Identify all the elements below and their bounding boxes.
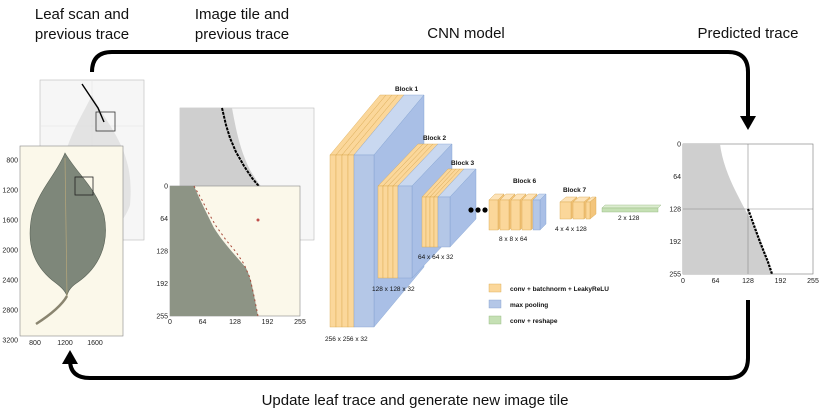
top-flow-arrowhead	[740, 116, 756, 130]
leaf-scan-front-panel	[19, 145, 124, 337]
block-1-label: Block 1	[395, 86, 419, 93]
legend-item-pool: max pooling	[488, 299, 548, 309]
predicted-x-tick: 128	[742, 278, 754, 285]
tile-y-tick: 64	[160, 216, 168, 223]
tile-x-tick: 128	[229, 319, 241, 326]
predicted-trace-panel	[682, 143, 814, 275]
tile-x-tick: 192	[262, 319, 274, 326]
tile-x-tick: 0	[168, 319, 172, 326]
leaf-scan-y-tick: 800	[6, 158, 18, 165]
predicted-y-ticks: 0 64 128 192 255	[669, 142, 681, 279]
tile-y-ticks: 0 64 128 192 255	[156, 184, 168, 321]
legend-swatch-reshape	[488, 315, 502, 325]
update-heading: Update leaf trace and generate new image…	[262, 392, 569, 409]
predicted-y-tick: 128	[669, 207, 681, 214]
predicted-y-tick: 255	[669, 272, 681, 279]
predicted-y-tick: 192	[669, 239, 681, 246]
leaf-stem	[35, 295, 69, 326]
image-tile-heading-line1: Image tile and	[195, 6, 289, 23]
predicted-x-tick: 255	[807, 278, 819, 285]
legend-swatch-pool	[488, 299, 502, 309]
previous-trace-line	[81, 83, 105, 123]
legend-label-conv: conv + batchnorm + LeakyReLU	[510, 286, 609, 293]
legend-label-reshape: conv + reshape	[510, 318, 558, 325]
tile-x-tick: 64	[199, 319, 207, 326]
leaf-scan-heading-line2: previous trace	[35, 26, 129, 43]
legend: conv + batchnorm + LeakyReLU max pooling…	[488, 283, 609, 325]
tile-y-tick: 0	[164, 184, 168, 191]
legend-label-pool: max pooling	[510, 302, 548, 309]
leaf-scan-y-tick: 2400	[2, 278, 18, 285]
leaf-scan-y-tick: 1200	[2, 188, 18, 195]
tile-y-tick: 128	[156, 249, 168, 256]
legend-item-conv: conv + batchnorm + LeakyReLU	[488, 283, 609, 293]
output-dims: 2 x 128	[618, 215, 640, 222]
leaf-scan-heading-line1: Leaf scan and	[35, 6, 129, 23]
cnn-block-3	[421, 168, 477, 248]
image-tile-heading-line2: previous trace	[195, 26, 289, 43]
predicted-x-tick: 0	[681, 278, 685, 285]
predicted-x-tick: 64	[712, 278, 720, 285]
leaf-scan-x-tick: 1200	[57, 340, 73, 347]
predicted-y-tick: 0	[677, 142, 681, 149]
tile-y-tick: 255	[156, 314, 168, 321]
leaf-scan-y-tick: 2000	[2, 248, 18, 255]
predicted-x-ticks: 0 64 128 192 255	[681, 278, 819, 285]
cnn-block-6	[488, 193, 547, 231]
legend-swatch-conv	[488, 283, 502, 293]
top-flow-arrow	[90, 50, 750, 118]
block-6-dims: 8 x 8 x 64	[499, 236, 528, 243]
tile-x-tick: 255	[294, 319, 306, 326]
leaf-scan-x-tick: 800	[29, 340, 41, 347]
block-1-dims: 256 x 256 x 32	[325, 336, 368, 343]
tile-front-panel	[169, 185, 301, 317]
tile-leaf-edge	[193, 185, 259, 317]
tile-x-ticks: 0 64 128 192 255	[168, 319, 306, 326]
leaf-scan-x-tick: 1600	[87, 340, 103, 347]
block-3-dims: 64 x 64 x 32	[418, 254, 454, 261]
block-7-label: Block 7	[563, 187, 587, 194]
block-3-label: Block 3	[451, 160, 475, 167]
predicted-trace-line	[746, 208, 774, 275]
leaf-scan-y-tick: 3200	[2, 338, 18, 345]
tile-selection-box	[95, 111, 116, 132]
cnn-block-7	[559, 196, 597, 220]
block-2-label: Block 2	[423, 135, 447, 142]
block-6-label: Block 6	[513, 178, 537, 185]
leaf-scan-y-tick: 2800	[2, 308, 18, 315]
output-reshape-layer	[601, 204, 662, 213]
leaf-scan-x-ticks: 800 1200 1600	[29, 340, 103, 347]
bottom-return-arrow	[68, 300, 750, 380]
bottom-return-arrowhead	[62, 350, 78, 364]
block-7-dims: 4 x 4 x 128	[555, 226, 587, 233]
cnn-model-heading: CNN model	[427, 25, 505, 42]
predicted-x-tick: 192	[775, 278, 787, 285]
legend-item-reshape: conv + reshape	[488, 315, 558, 325]
leaf-scan-y-tick: 1600	[2, 218, 18, 225]
cnn-block-2	[377, 143, 453, 279]
ellipsis-dots	[468, 207, 488, 213]
tile-y-tick: 192	[156, 281, 168, 288]
leaf-scan-y-ticks: 800 1200 1600 2000 2400 2800 3200	[2, 158, 18, 345]
predicted-trace-heading: Predicted trace	[698, 25, 799, 42]
leaf-tile-box	[74, 176, 94, 196]
tile-leaf-image	[170, 186, 258, 316]
block-2-dims: 128 x 128 x 32	[372, 286, 415, 293]
predicted-y-tick: 64	[673, 174, 681, 181]
